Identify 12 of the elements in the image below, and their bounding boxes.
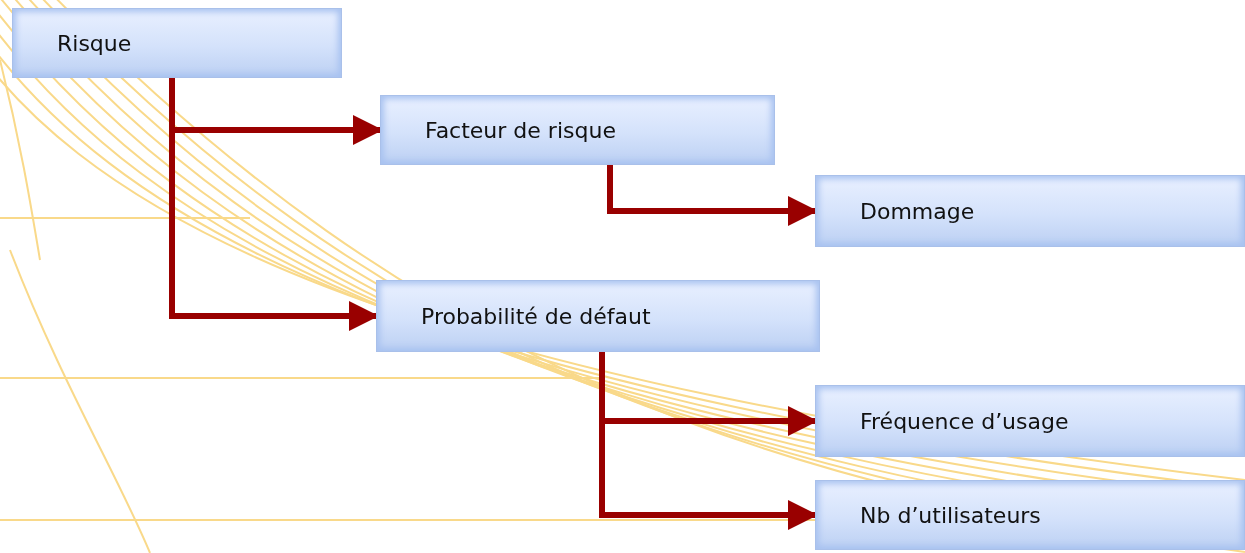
concept-box: [815, 175, 1245, 247]
box-label: Risque: [57, 30, 132, 56]
concept-box: [380, 95, 775, 165]
box-label: Fréquence d’usage: [860, 408, 1069, 434]
box-label: Dommage: [860, 198, 975, 224]
box-label: Nb d’utilisateurs: [860, 502, 1041, 528]
concept-box: [12, 8, 342, 78]
box-label: Facteur de risque: [425, 117, 616, 143]
concept-box: [376, 280, 820, 352]
concept-box: [815, 385, 1245, 457]
concept-box: [815, 480, 1245, 550]
box-label: Probabilité de défaut: [421, 303, 651, 329]
